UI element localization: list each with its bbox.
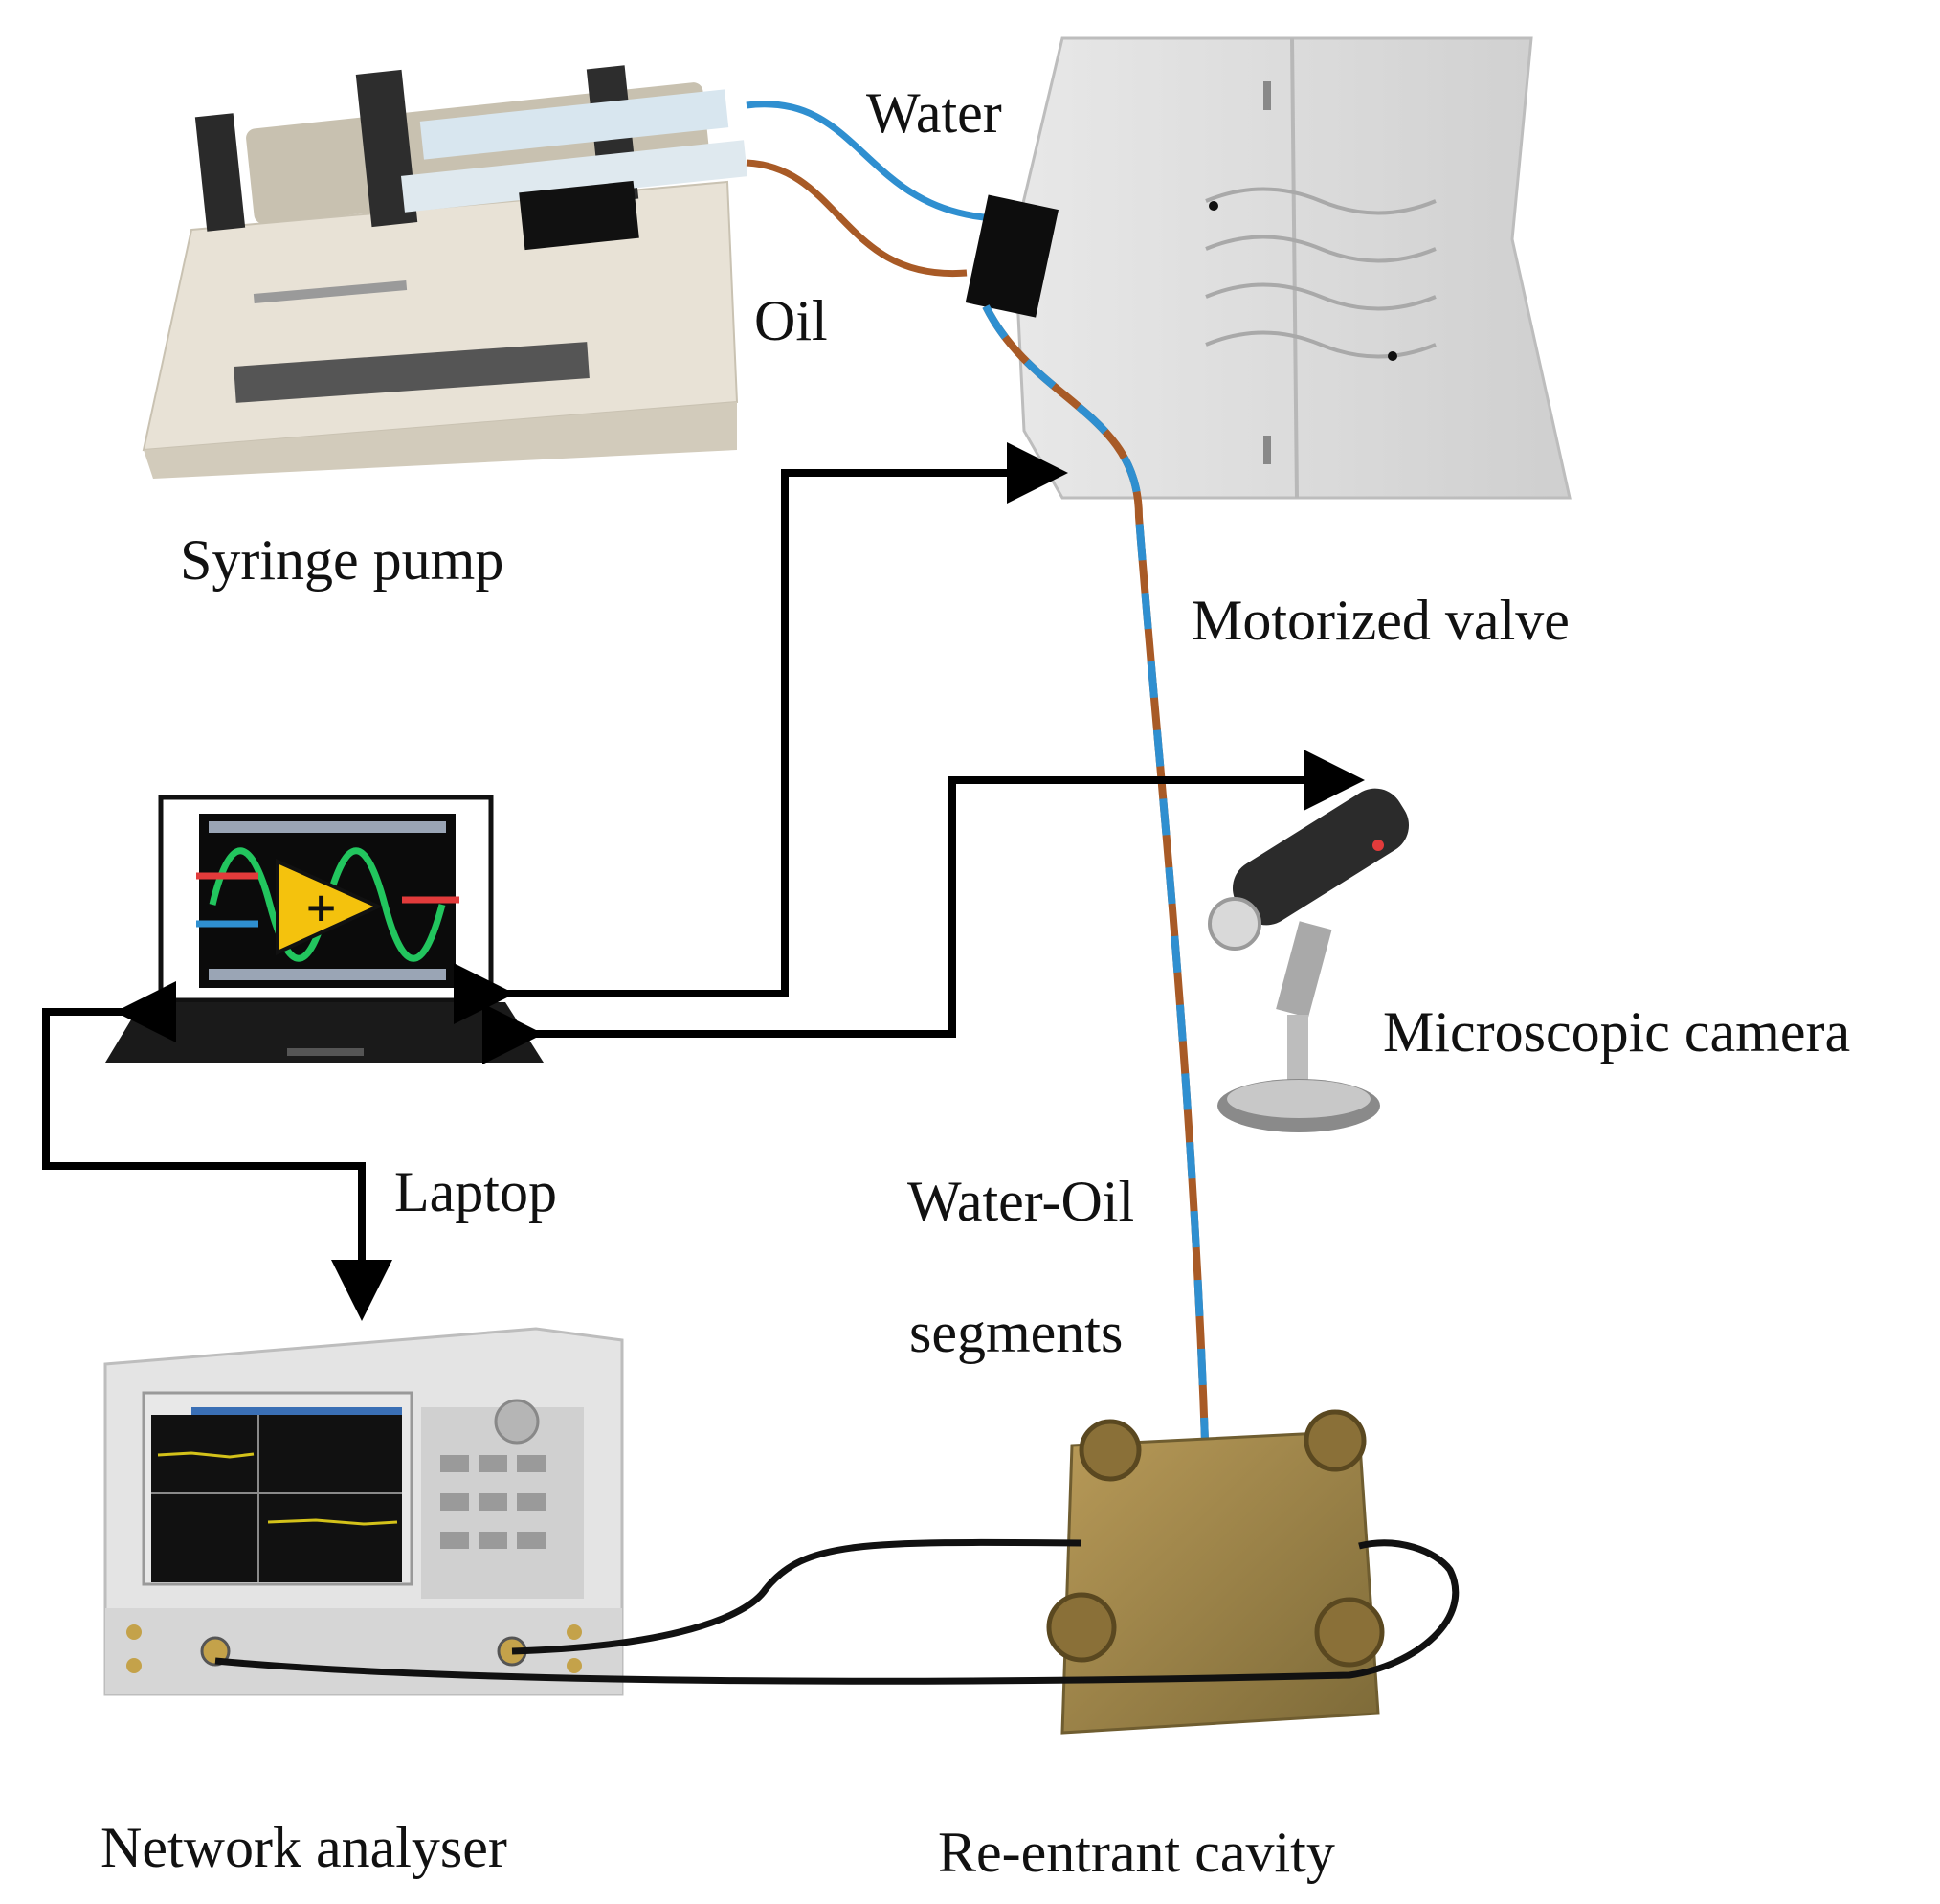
- motorized-valve-label: Motorized valve: [1192, 589, 1570, 652]
- water-label: Water: [866, 81, 1002, 145]
- rf-cable-port1: [214, 1539, 1460, 1685]
- oil-tube: [746, 159, 968, 278]
- svg-text:+: +: [304, 884, 338, 930]
- laptop-label: Laptop: [394, 1160, 557, 1223]
- laptop-image: +: [105, 795, 544, 1063]
- syringe-pump-image: [142, 65, 747, 479]
- segments-label: segments: [909, 1301, 1123, 1364]
- motorized-valve-image: [965, 36, 1572, 500]
- rf-cable-port2: [511, 1538, 1082, 1655]
- arrow-laptop-camera: [482, 750, 1365, 1064]
- microscopic-camera-image: [1208, 788, 1410, 1132]
- water-tube: [746, 101, 996, 222]
- arrow-laptop-valve: [454, 442, 1068, 1024]
- re-entrant-cavity-label: Re-entrant cavity: [938, 1821, 1335, 1884]
- microscopic-camera-label: Microscopic camera: [1383, 1000, 1850, 1064]
- network-analyser-image: [103, 1327, 624, 1696]
- network-analyser-label: Network analyser: [100, 1816, 507, 1879]
- syringe-pump-label: Syringe pump: [180, 528, 503, 592]
- oil-label: Oil: [754, 289, 828, 352]
- arrow-laptop-network-analyser: [42, 981, 392, 1321]
- re-entrant-cavity-image: [1046, 1409, 1385, 1735]
- water-oil-label: Water-Oil: [907, 1170, 1134, 1233]
